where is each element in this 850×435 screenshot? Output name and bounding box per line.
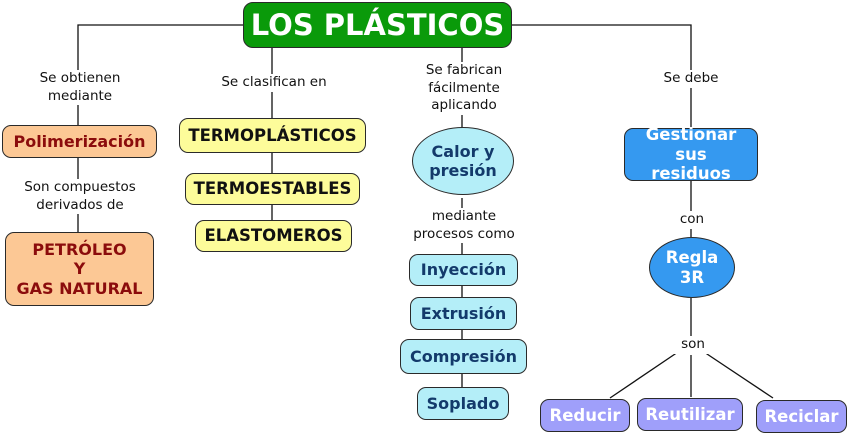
link-label-obtencion: Se obtienen mediante (20, 70, 140, 106)
link-label-compuestos: Son compuestos derivados de (14, 179, 146, 215)
petroleo-line-2: Y (73, 259, 86, 279)
link-label-clasificacion: Se clasifican en (212, 74, 336, 92)
link-label-fabricacion: Se fabrican fácilmente aplicando (413, 62, 515, 115)
node-inyeccion: Inyección (409, 254, 518, 286)
node-elastomeros: ELASTOMEROS (195, 220, 352, 252)
root-node: LOS PLÁSTICOS (243, 2, 512, 48)
petroleo-line-1: PETRÓLEO (32, 240, 127, 260)
node-reducir: Reducir (540, 399, 630, 432)
node-regla-3r: Regla 3R (649, 237, 735, 298)
connector-root-gestion (512, 24, 692, 128)
node-termoestables: TERMOESTABLES (185, 173, 360, 205)
node-reciclar: Reciclar (756, 400, 847, 433)
node-petroleo-gas: PETRÓLEO Y GAS NATURAL (5, 232, 154, 306)
node-compresion: Compresión (400, 339, 527, 374)
connector-son-reducir (609, 351, 679, 399)
node-extrusion: Extrusión (410, 297, 517, 330)
connector-son-reciclar (703, 351, 774, 399)
node-calor-presion: Calor y presión (412, 127, 514, 195)
petroleo-line-3: GAS NATURAL (16, 278, 143, 298)
link-label-son: son (674, 336, 712, 354)
link-label-se-debe: Se debe (656, 70, 726, 88)
node-polimerizacion: Polimerización (2, 125, 157, 158)
node-soplado: Soplado (417, 387, 509, 420)
node-termoplasticos: TERMOPLÁSTICOS (179, 118, 366, 153)
link-label-procesos: mediante procesos como (404, 208, 524, 244)
node-gestionar-residuos: Gestionar sus residuos (624, 125, 758, 183)
node-reutilizar: Reutilizar (637, 398, 743, 431)
link-label-con: con (672, 211, 712, 229)
